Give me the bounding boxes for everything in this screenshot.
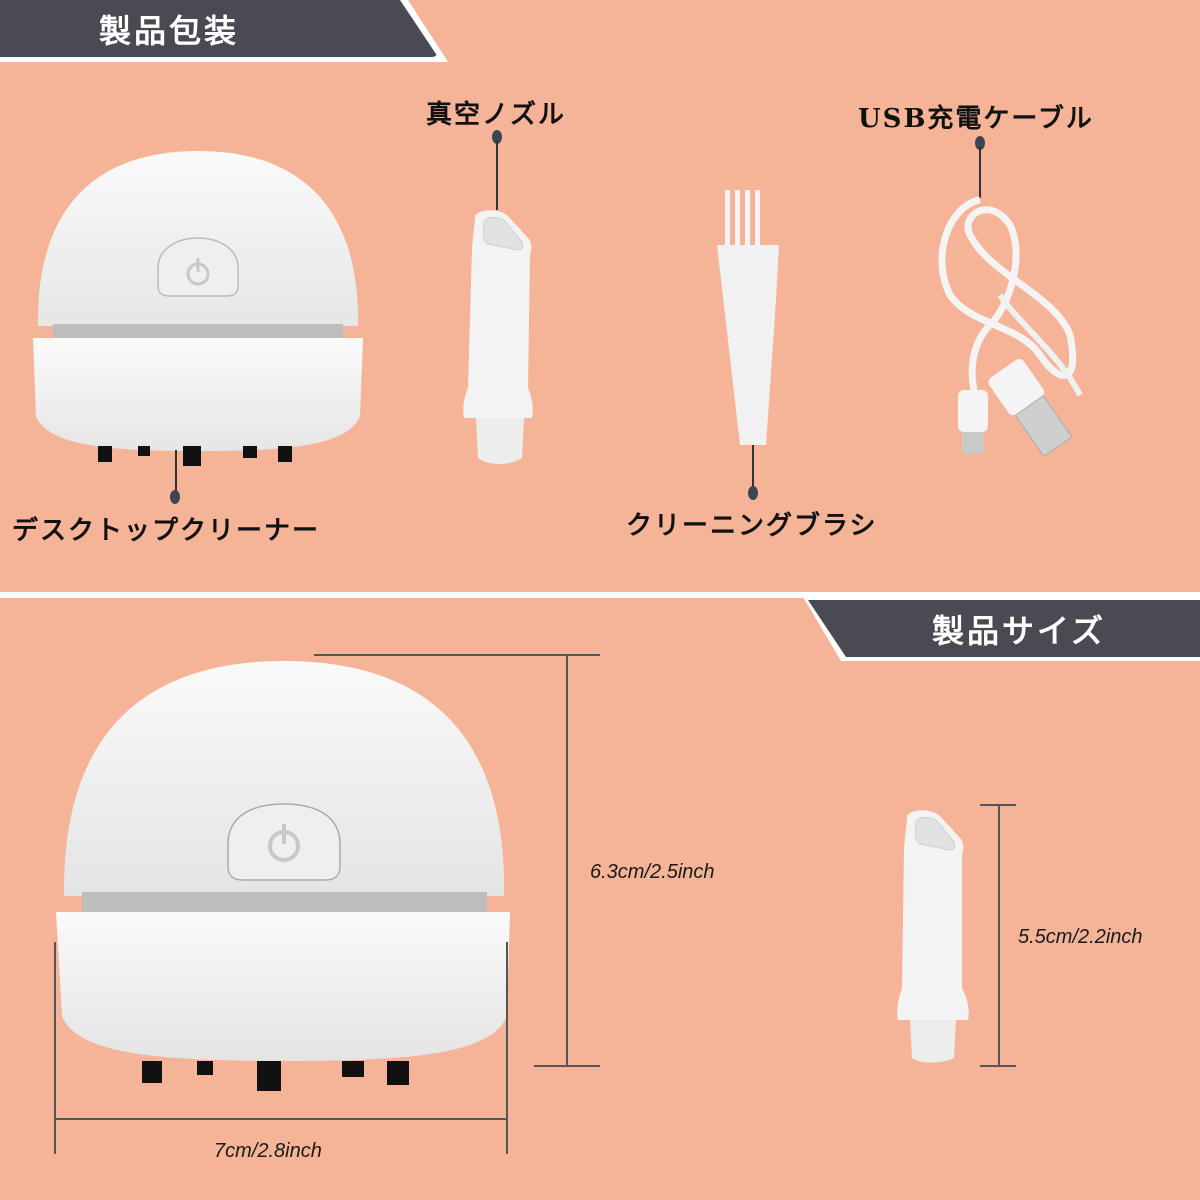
cleaner-height-bottom-tick	[534, 1065, 600, 1067]
size-section-title: 製品サイズ	[931, 611, 1107, 650]
desktop-cleaner-image	[33, 151, 363, 466]
cable-pin-line	[979, 146, 981, 198]
brush-label: クリーニングブラシ	[626, 511, 878, 541]
brush-pin-line	[752, 445, 754, 491]
cleaner-height-line	[566, 654, 568, 1066]
cable-label: USB充電ケーブル	[858, 104, 1094, 134]
vacuum-nozzle-size-image	[897, 810, 969, 1063]
cleaner-width-right-tick	[506, 942, 508, 1154]
nozzle-label: 真空ノズル	[426, 100, 567, 130]
nozzle-pin-line	[496, 140, 498, 210]
cleaner-width-label: 7cm/2.8inch	[214, 1140, 322, 1162]
cleaner-pin-dot	[170, 490, 180, 504]
nozzle-height-bottom-tick	[980, 1065, 1016, 1067]
cleaning-brush-image	[717, 190, 779, 445]
usb-cable-image	[938, 196, 1083, 457]
cleaner-width-left-tick	[54, 942, 56, 1154]
desktop-cleaner-size-image	[56, 661, 510, 1091]
cleaner-pin-line	[175, 450, 177, 494]
nozzle-height-label: 5.5cm/2.2inch	[1018, 926, 1143, 948]
cleaner-height-top-tick	[314, 654, 600, 656]
package-section-title: 製品包装	[98, 11, 239, 50]
cable-pin-dot	[975, 136, 985, 150]
package-section-banner: 製品包装	[0, 0, 438, 57]
brush-pin-dot	[748, 486, 758, 500]
cleaner-width-line	[54, 1118, 508, 1120]
cleaner-height-label: 6.3cm/2.5inch	[590, 861, 715, 883]
nozzle-height-line	[998, 804, 1000, 1066]
vacuum-nozzle-image	[463, 210, 533, 464]
section-divider	[0, 592, 1200, 598]
cleaner-label: デスクトップクリーナー	[12, 516, 321, 546]
nozzle-pin-dot	[492, 130, 502, 144]
size-section-banner: 製品サイズ	[808, 600, 1200, 657]
